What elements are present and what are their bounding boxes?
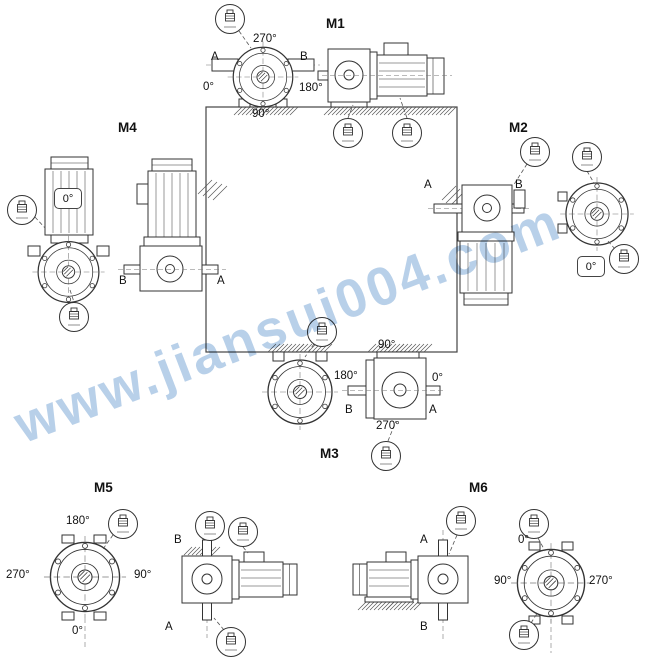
m2-callout-1 <box>521 138 550 167</box>
m5-front-view-drawing <box>43 534 127 648</box>
m6-top-callout <box>447 507 476 536</box>
m3-bottom-callout <box>372 442 401 471</box>
m2-port-right: B <box>515 179 523 191</box>
m4-label: M4 <box>118 120 137 135</box>
m1-angle-left: 0° <box>203 81 214 93</box>
m3-angle-right: 0° <box>432 372 443 384</box>
m4-port-left: B <box>119 275 127 287</box>
m6-port-top: A <box>420 534 428 546</box>
m1-angle-bottom: 90° <box>252 108 270 120</box>
m1-side-view-drawing <box>317 42 452 108</box>
m4-side-view-drawing <box>118 158 226 292</box>
m4-front-view-drawing <box>27 156 110 309</box>
m5-angle-bottom: 0° <box>72 625 83 637</box>
m6-angle-top: 0° <box>518 534 529 546</box>
m5-angle-right: 90° <box>134 569 152 581</box>
m6-angle-right: 270° <box>589 575 613 587</box>
m1-port-right: B <box>300 51 308 63</box>
m6-front-view-drawing <box>510 541 592 653</box>
m5-angle-top: 180° <box>66 515 90 527</box>
m2-angle-badge: 0° <box>577 256 605 277</box>
m1-angle-right: 180° <box>299 82 323 94</box>
m1-front-view-drawing <box>206 41 320 113</box>
m4-bottom-callout <box>60 303 89 332</box>
m2-port-left: A <box>424 179 432 191</box>
m6-front-bottom-callout <box>510 621 539 650</box>
mounting-frame <box>205 106 458 353</box>
m3-port-right: A <box>429 404 437 416</box>
m3-label: M3 <box>320 446 339 461</box>
callout-leaders <box>34 30 616 631</box>
m3-front-view-drawing <box>261 351 339 431</box>
m1-top-callout <box>216 5 245 34</box>
m2-callout-2 <box>573 143 602 172</box>
m3-angle-left: 180° <box>334 370 358 382</box>
m2-front-callout <box>610 245 639 274</box>
m5-port-bottom: A <box>165 621 173 633</box>
m5-bottom-callout <box>217 628 246 657</box>
m3-top-callout <box>308 318 337 347</box>
m5-port-top: B <box>174 534 182 546</box>
m3-port-left: B <box>345 404 353 416</box>
m5-front-callout <box>109 510 138 539</box>
m2-front-view-drawing <box>557 176 635 252</box>
m5-side-view-drawing <box>181 530 298 638</box>
m6-port-bottom: B <box>420 621 428 633</box>
m2-side-view-drawing <box>428 184 532 306</box>
m4-side-callout <box>8 196 37 225</box>
m5-angle-left: 270° <box>6 569 30 581</box>
m5-top-callout-2 <box>229 518 258 547</box>
m3-angle-bottom: 270° <box>376 420 400 432</box>
m1-label: M1 <box>326 16 345 31</box>
m6-label: M6 <box>469 480 488 495</box>
m1-port-left: A <box>211 51 219 63</box>
m5-label: M5 <box>94 480 113 495</box>
m1-angle-top: 270° <box>253 33 277 45</box>
m3-angle-top: 90° <box>378 339 396 351</box>
m6-angle-left: 90° <box>494 575 512 587</box>
m3-side-view-drawing <box>342 351 446 420</box>
m4-angle-badge: 0° <box>54 188 82 209</box>
m2-label: M2 <box>509 120 528 135</box>
m5-top-callout-1 <box>196 512 225 541</box>
m1-bottom-callout-1 <box>334 119 363 148</box>
m6-side-view-drawing <box>352 530 469 640</box>
m1-bottom-callout-2 <box>393 119 422 148</box>
m4-port-right: A <box>217 275 225 287</box>
